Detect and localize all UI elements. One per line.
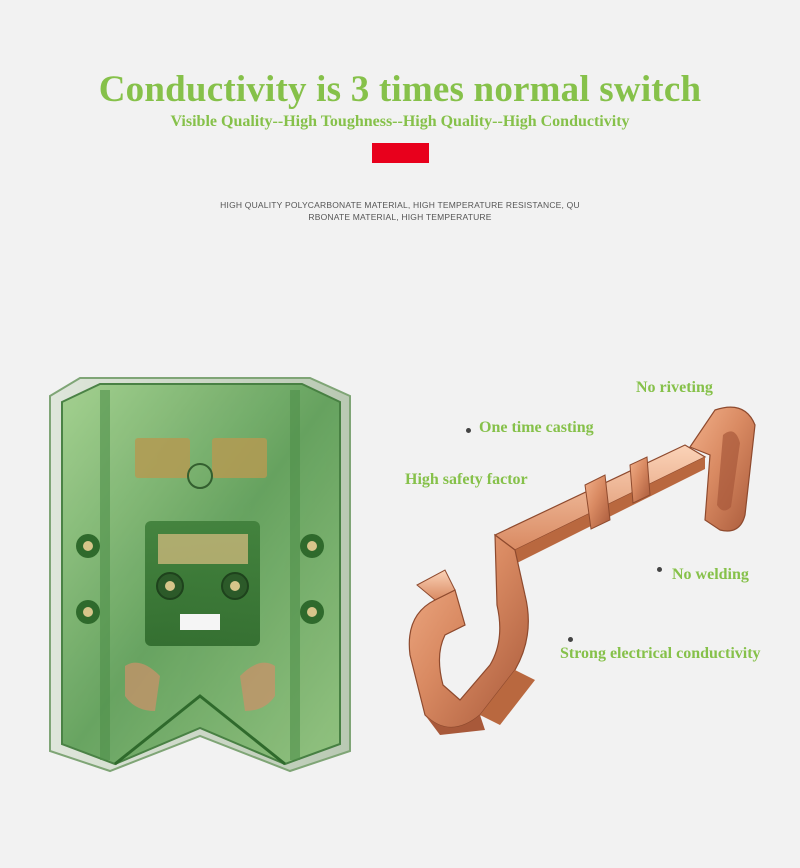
copper-clip-image bbox=[408, 406, 756, 735]
callout-strong-conductivity: Strong electrical conductivity bbox=[560, 645, 761, 662]
page-title: Conductivity is 3 times normal switch bbox=[98, 69, 702, 110]
callout-dot bbox=[657, 567, 662, 572]
description-line-2: RBONATE MATERIAL, HIGH TEMPERATURE bbox=[308, 212, 492, 222]
page-subtitle: Visible Quality--High Toughness--High Qu… bbox=[170, 113, 630, 130]
callout-high-safety-factor: High safety factor bbox=[405, 471, 528, 488]
accent-bar bbox=[372, 143, 429, 163]
callout-dot bbox=[568, 637, 573, 642]
callout-one-time-casting: One time casting bbox=[479, 419, 594, 436]
callout-no-welding: No welding bbox=[672, 566, 749, 583]
callout-no-riveting: No riveting bbox=[636, 379, 713, 396]
description: HIGH QUALITY POLYCARBONATE MATERIAL, HIG… bbox=[200, 199, 600, 223]
callout-dot bbox=[466, 428, 471, 433]
socket-module-image bbox=[49, 377, 351, 773]
description-line-1: HIGH QUALITY POLYCARBONATE MATERIAL, HIG… bbox=[220, 200, 580, 210]
